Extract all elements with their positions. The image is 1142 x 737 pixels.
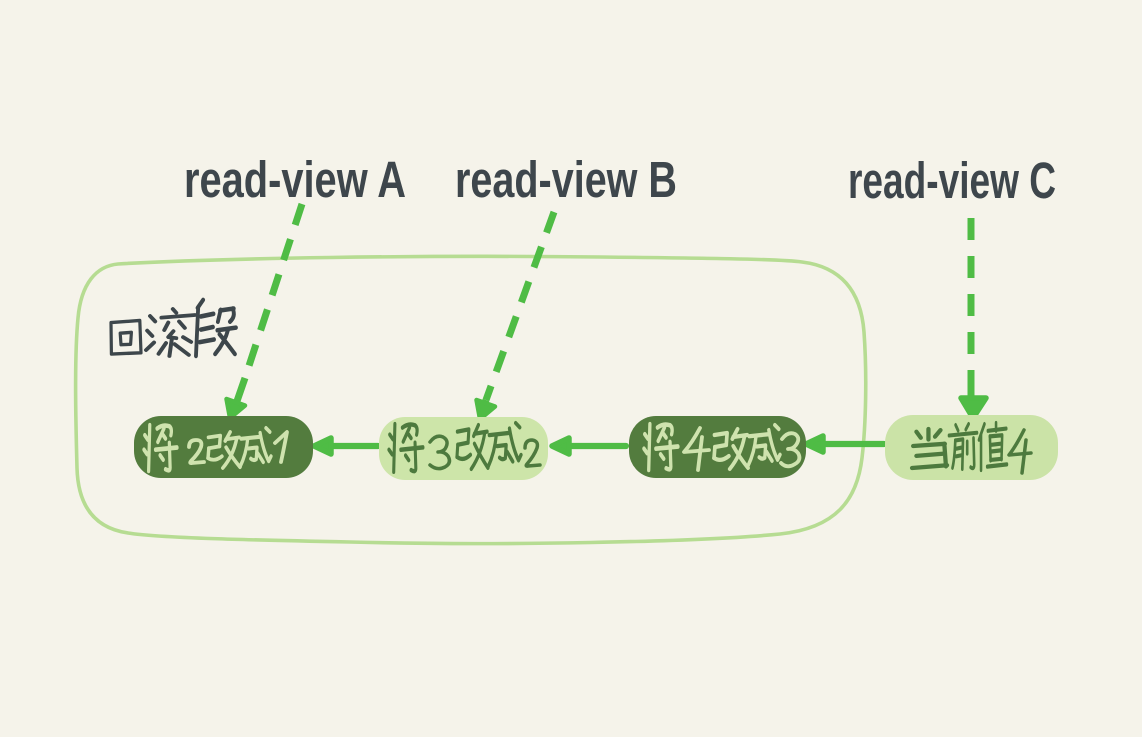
svg-text:read-view B: read-view B <box>455 151 677 208</box>
svg-text:read-view A: read-view A <box>184 151 406 208</box>
svg-text:read-view C: read-view C <box>848 152 1056 209</box>
